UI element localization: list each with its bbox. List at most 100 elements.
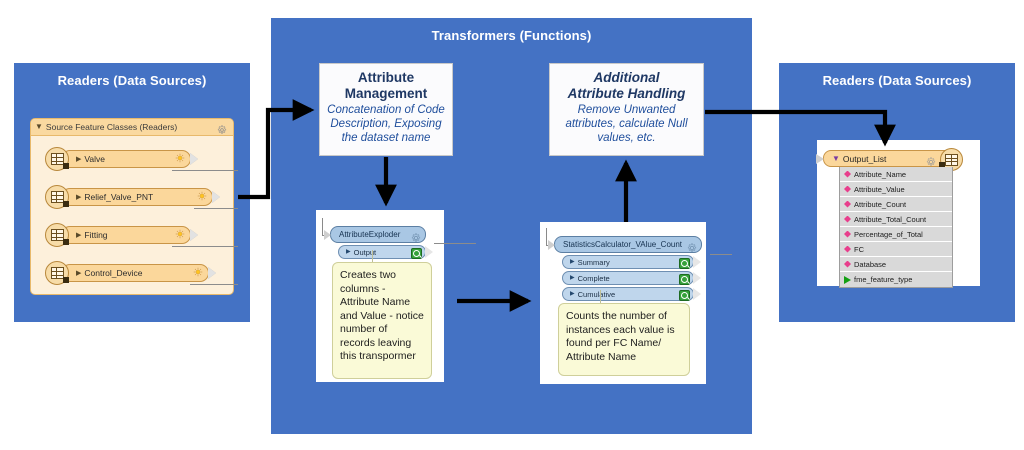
card-heading-line2: Attribute Handling xyxy=(567,86,686,101)
attribute-row[interactable]: Percentage_of_Total xyxy=(840,227,952,242)
green-triangle-icon xyxy=(844,275,851,284)
pink-diamond-icon xyxy=(844,215,851,223)
sun-gear-icon[interactable] xyxy=(193,264,203,282)
sun-gear-icon[interactable] xyxy=(175,150,185,168)
reader-feature-fitting[interactable]: ▶ Fitting xyxy=(45,223,198,247)
attribute-row[interactable]: Attribute_Total_Count xyxy=(840,212,952,227)
caret-right-icon: ▶ xyxy=(346,249,351,255)
node-port-label: Cumulative xyxy=(577,289,616,299)
output-attribute-list: Attribute_Name Attribute_Value Attribute… xyxy=(839,167,953,288)
caret-right-icon: ▶ xyxy=(570,259,575,265)
attribute-label: FC xyxy=(854,244,864,254)
card-heading-line1: Additional xyxy=(593,70,660,85)
reader-connector-line xyxy=(172,246,238,247)
sun-gear-icon[interactable] xyxy=(175,226,185,244)
gear-icon[interactable] xyxy=(217,122,227,140)
sun-gear-icon[interactable] xyxy=(197,188,207,206)
reader-feature-control-device[interactable]: ▶ Control_Device xyxy=(45,261,216,285)
node-statistics-calculator[interactable]: StatisticsCalculator_VAlue_Count ▶ Summa… xyxy=(548,236,702,301)
pink-diamond-icon xyxy=(844,185,851,193)
node-header[interactable]: StatisticsCalculator_VAlue_Count xyxy=(548,236,702,253)
attribute-label: Percentage_of_Total xyxy=(854,229,923,239)
reader-feature-label: Relief_Valve_PNT xyxy=(84,192,154,202)
gear-icon[interactable] xyxy=(411,230,421,248)
attribute-row[interactable]: FC xyxy=(840,242,952,257)
source-feature-classes-label: Source Feature Classes (Readers) xyxy=(45,122,178,132)
node-port-label: Output xyxy=(353,247,377,257)
attribute-label: Attribute_Count xyxy=(854,199,907,209)
attribute-label: Attribute_Total_Count xyxy=(854,214,927,224)
node-port-label: Summary xyxy=(577,257,610,267)
node-header[interactable]: AttributeExploder xyxy=(324,226,426,243)
pink-diamond-icon xyxy=(844,230,851,238)
card-subtitle: Remove Unwanted attributes, calculate Nu… xyxy=(565,104,688,144)
reader-feature-label: Valve xyxy=(84,154,106,164)
reader-feature-relief-valve-pnt[interactable]: ▶ Relief_Valve_PNT xyxy=(45,185,220,209)
table-disk-icon xyxy=(939,148,963,171)
magnifier-icon[interactable] xyxy=(679,257,690,269)
panel-transformers-title: Transformers (Functions) xyxy=(431,28,592,43)
attribute-label: fme_feature_type xyxy=(854,275,913,284)
attribute-row[interactable]: Attribute_Value xyxy=(840,182,952,197)
attribute-row[interactable]: Database xyxy=(840,257,952,272)
panel-readers-right-title: Readers (Data Sources) xyxy=(822,73,972,88)
node-port-complete[interactable]: ▶ Complete xyxy=(562,271,701,285)
pink-diamond-icon xyxy=(844,260,851,268)
node-title: AttributeExploder xyxy=(339,230,401,239)
reader-connector-line xyxy=(194,208,238,209)
note-statistics-calculator: Counts the number of instances each valu… xyxy=(558,303,690,376)
caret-right-icon: ▶ xyxy=(76,269,82,277)
table-disk-icon xyxy=(45,147,69,171)
magnifier-icon[interactable] xyxy=(679,289,690,301)
source-feature-classes-header[interactable]: ▼ Source Feature Classes (Readers) xyxy=(31,119,233,136)
panel-readers-left-title: Readers (Data Sources) xyxy=(57,73,207,88)
magnifier-icon[interactable] xyxy=(679,273,690,285)
reader-feature-pill[interactable]: ▶ Relief_Valve_PNT xyxy=(61,188,220,206)
node-port-summary[interactable]: ▶ Summary xyxy=(562,255,701,269)
reader-feature-valve[interactable]: ▶ Valve xyxy=(45,147,198,171)
table-disk-icon xyxy=(45,185,69,209)
node-attribute-exploder[interactable]: AttributeExploder ▶ Output xyxy=(324,226,433,259)
gear-icon[interactable] xyxy=(687,240,697,258)
reader-feature-pill[interactable]: ▶ Valve xyxy=(61,150,198,168)
card-additional-attribute-handling: Additional Attribute Handling Remove Unw… xyxy=(549,63,704,156)
attribute-row[interactable]: fme_feature_type xyxy=(840,272,952,287)
caret-right-icon: ▶ xyxy=(76,155,82,163)
caret-down-icon[interactable]: ▼ xyxy=(35,122,43,131)
note-attribute-exploder: Creates two columns - Attribute Name and… xyxy=(332,262,432,379)
attribute-row[interactable]: Attribute_Count xyxy=(840,197,952,212)
node-port-output[interactable]: ▶ Output xyxy=(338,245,433,259)
node-output-list[interactable]: ▼ Output_List Attribute_Name Attribute_V… xyxy=(816,148,963,288)
note-stem xyxy=(372,250,373,263)
source-feature-classes-group[interactable]: ▼ Source Feature Classes (Readers) ▶ Val… xyxy=(30,118,234,295)
pink-diamond-icon xyxy=(844,200,851,208)
attribute-row[interactable]: Attribute_Name xyxy=(840,167,952,182)
node-title: StatisticsCalculator_VAlue_Count xyxy=(563,240,683,249)
node-port-label: Complete xyxy=(577,273,610,283)
output-list-header[interactable]: ▼ Output_List xyxy=(816,148,963,171)
caret-right-icon: ▶ xyxy=(76,231,82,239)
caret-down-icon[interactable]: ▼ xyxy=(832,153,840,163)
reader-connector-line xyxy=(172,170,238,171)
output-list-title: Output_List xyxy=(842,153,887,164)
attribute-label: Attribute_Value xyxy=(854,184,905,194)
reader-connector-line xyxy=(190,284,238,285)
pink-diamond-icon xyxy=(844,170,851,178)
note-stem xyxy=(600,290,601,304)
table-disk-icon xyxy=(45,223,69,247)
node-port-cumulative[interactable]: ▶ Cumulative xyxy=(562,287,701,301)
stats-output-line xyxy=(710,254,732,255)
card-attribute-management: Attribute Management Concatenation of Co… xyxy=(319,63,453,156)
exploder-output-line xyxy=(434,243,476,244)
reader-feature-label: Control_Device xyxy=(84,268,143,278)
card-heading-line2: Management xyxy=(344,86,428,101)
card-heading-line1: Attribute xyxy=(357,70,415,85)
caret-right-icon: ▶ xyxy=(570,291,575,297)
pink-diamond-icon xyxy=(844,245,851,253)
reader-feature-pill[interactable]: ▶ Control_Device xyxy=(61,264,216,282)
gear-icon[interactable] xyxy=(926,154,936,172)
magnifier-icon[interactable] xyxy=(411,247,422,259)
reader-feature-pill[interactable]: ▶ Fitting xyxy=(61,226,198,244)
attribute-label: Database xyxy=(854,259,887,269)
caret-right-icon: ▶ xyxy=(76,193,82,201)
